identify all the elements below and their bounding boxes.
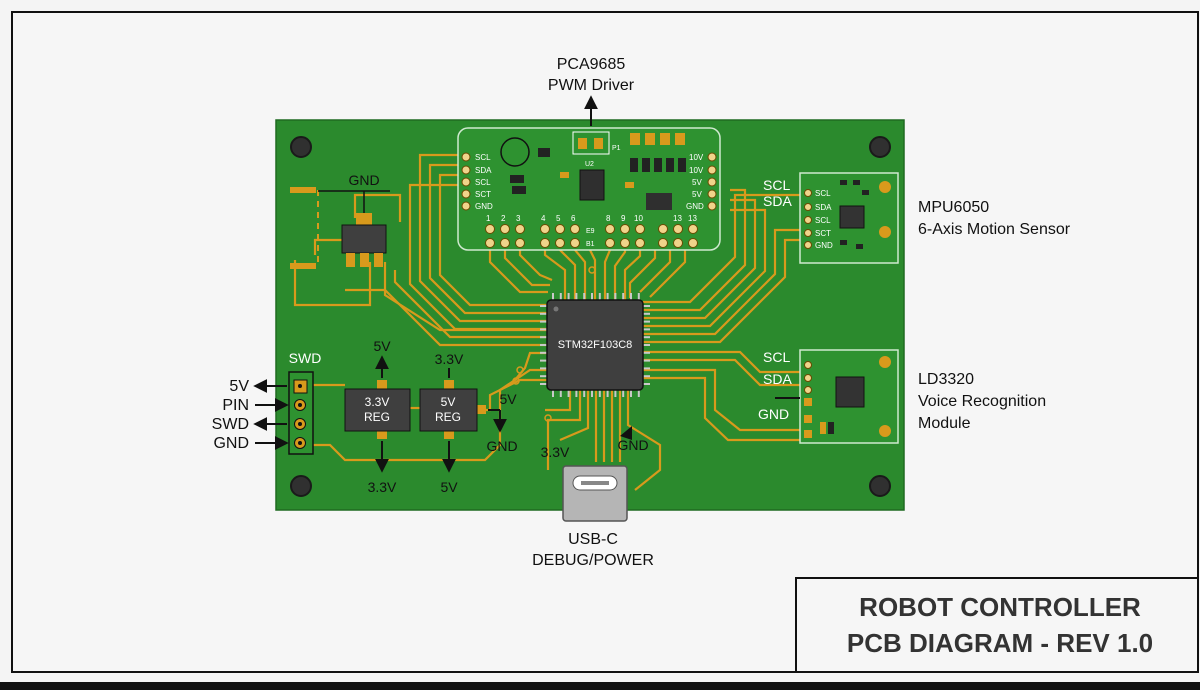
mpu-pin-label: SCL: [815, 189, 831, 198]
swd-arrows: [253, 379, 289, 450]
bottom-bar: [0, 682, 1200, 690]
pca9685-module: U2 P1 SCL SDA SCL SCT GND 10V 10V 5V 5V …: [457, 127, 721, 251]
mounting-holes: [290, 136, 891, 497]
ld-sda-label: SDA: [763, 371, 792, 387]
reg1-in-label: 5V: [373, 338, 391, 354]
pwm-pin-label: SCL: [475, 153, 491, 162]
pwm-pin-label: 5V: [692, 178, 702, 187]
mpu6050-module: SCL SDA SCL SCT GND: [799, 172, 899, 264]
rail-5v-label: 5V: [499, 391, 517, 407]
pwm-channel-label: 13: [688, 214, 697, 223]
pwm-pin-label: GND: [686, 202, 704, 211]
reg2-out-label: 5V: [440, 479, 458, 495]
pwm-ref-label: U2: [585, 161, 594, 168]
reg2-suffix: REG: [435, 410, 461, 424]
reg2-voltage: 5V: [441, 395, 456, 409]
pwm-channel-label: 13: [673, 214, 682, 223]
pwm-channel-label: 8: [606, 214, 611, 223]
swd-pin-label: GND: [213, 435, 249, 452]
mpu-pin-label: SCL: [815, 216, 831, 225]
pwm-name-label: PCA9685: [557, 56, 626, 73]
pwm-channel-label: 5: [556, 214, 561, 223]
swd-title: SWD: [289, 350, 322, 366]
reg1-suffix: REG: [364, 410, 390, 424]
pwm-channel-label: 6: [571, 214, 576, 223]
usb-3v3-label: 3.3V: [541, 444, 570, 460]
test-pads: [512, 266, 596, 422]
pwm-channel-label: 2: [501, 214, 506, 223]
pwm-pin-label: SDA: [475, 166, 492, 175]
usb-gnd-label: GND: [617, 437, 648, 453]
pwm-channel-label: 10: [634, 214, 643, 223]
pwm-pin-label: 10V: [689, 166, 704, 175]
swd-header: [288, 371, 314, 455]
swd-pin-label: SWD: [212, 416, 249, 433]
pwm-pin-label: SCL: [475, 178, 491, 187]
swd-pin-label: PIN: [222, 397, 249, 414]
gnd-mid-label: GND: [486, 438, 517, 454]
title-line2: PCB DIAGRAM - REV 1.0: [847, 628, 1153, 658]
mpu-pin-label: SCT: [815, 229, 831, 238]
reg-arrows: [375, 355, 507, 473]
pwm-mark-e: E9: [586, 228, 595, 235]
mpu-pin-label: SDA: [815, 203, 832, 212]
reg-3v3: 3.3V REG: [344, 380, 411, 439]
pwm-desc-label: PWM Driver: [548, 77, 635, 94]
pwm-p1-label: P1: [612, 145, 621, 152]
usb-c-connector: [562, 465, 628, 522]
pwm-channel-label: 9: [621, 214, 626, 223]
ld-name-label: LD3320: [918, 371, 974, 388]
pwm-channel-label: 1: [486, 214, 491, 223]
mpu-desc-label: 6-Axis Motion Sensor: [918, 221, 1071, 238]
reg1-voltage: 3.3V: [365, 395, 390, 409]
mpu-pin-label: GND: [815, 241, 833, 250]
reg2-in-label: 3.3V: [435, 351, 464, 367]
pwm-pin-label: 5V: [692, 190, 702, 199]
pwm-pin-label: SCT: [475, 190, 491, 199]
ld-desc2-label: Module: [918, 415, 971, 432]
usb-label: USB-C: [568, 531, 618, 548]
reg-5v: 5V REG: [419, 380, 486, 439]
mpu-bus-scl: SCL: [763, 177, 790, 193]
mpu-name-label: MPU6050: [918, 199, 989, 216]
swd-pin-label: 5V: [229, 378, 249, 395]
ld-gnd-label: GND: [758, 406, 789, 422]
usb-desc-label: DEBUG/POWER: [532, 552, 654, 569]
stm32-chip: STM32F103C8: [540, 293, 650, 397]
copper-traces: [293, 153, 800, 491]
mpu-bus-sda: SDA: [763, 193, 792, 209]
ld-desc1-label: Voice Recognition: [918, 393, 1046, 410]
title-line1: ROBOT CONTROLLER: [859, 592, 1141, 622]
left-regulator: [290, 187, 390, 269]
ld3320-module: [775, 349, 899, 444]
ld-scl-label: SCL: [763, 349, 790, 365]
pwm-channel-label: 4: [541, 214, 546, 223]
title-block: [795, 577, 1199, 673]
pwm-pin-label: GND: [475, 202, 493, 211]
pwm-channel-label: 3: [516, 214, 521, 223]
gnd-top-label: GND: [348, 172, 379, 188]
mcu-name-label: STM32F103C8: [558, 339, 633, 351]
usb-gnd-arrow: [620, 426, 632, 440]
pwm-pin-label: 10V: [689, 153, 704, 162]
reg1-out-label: 3.3V: [368, 479, 397, 495]
pwm-mark-b: B1: [586, 241, 595, 248]
